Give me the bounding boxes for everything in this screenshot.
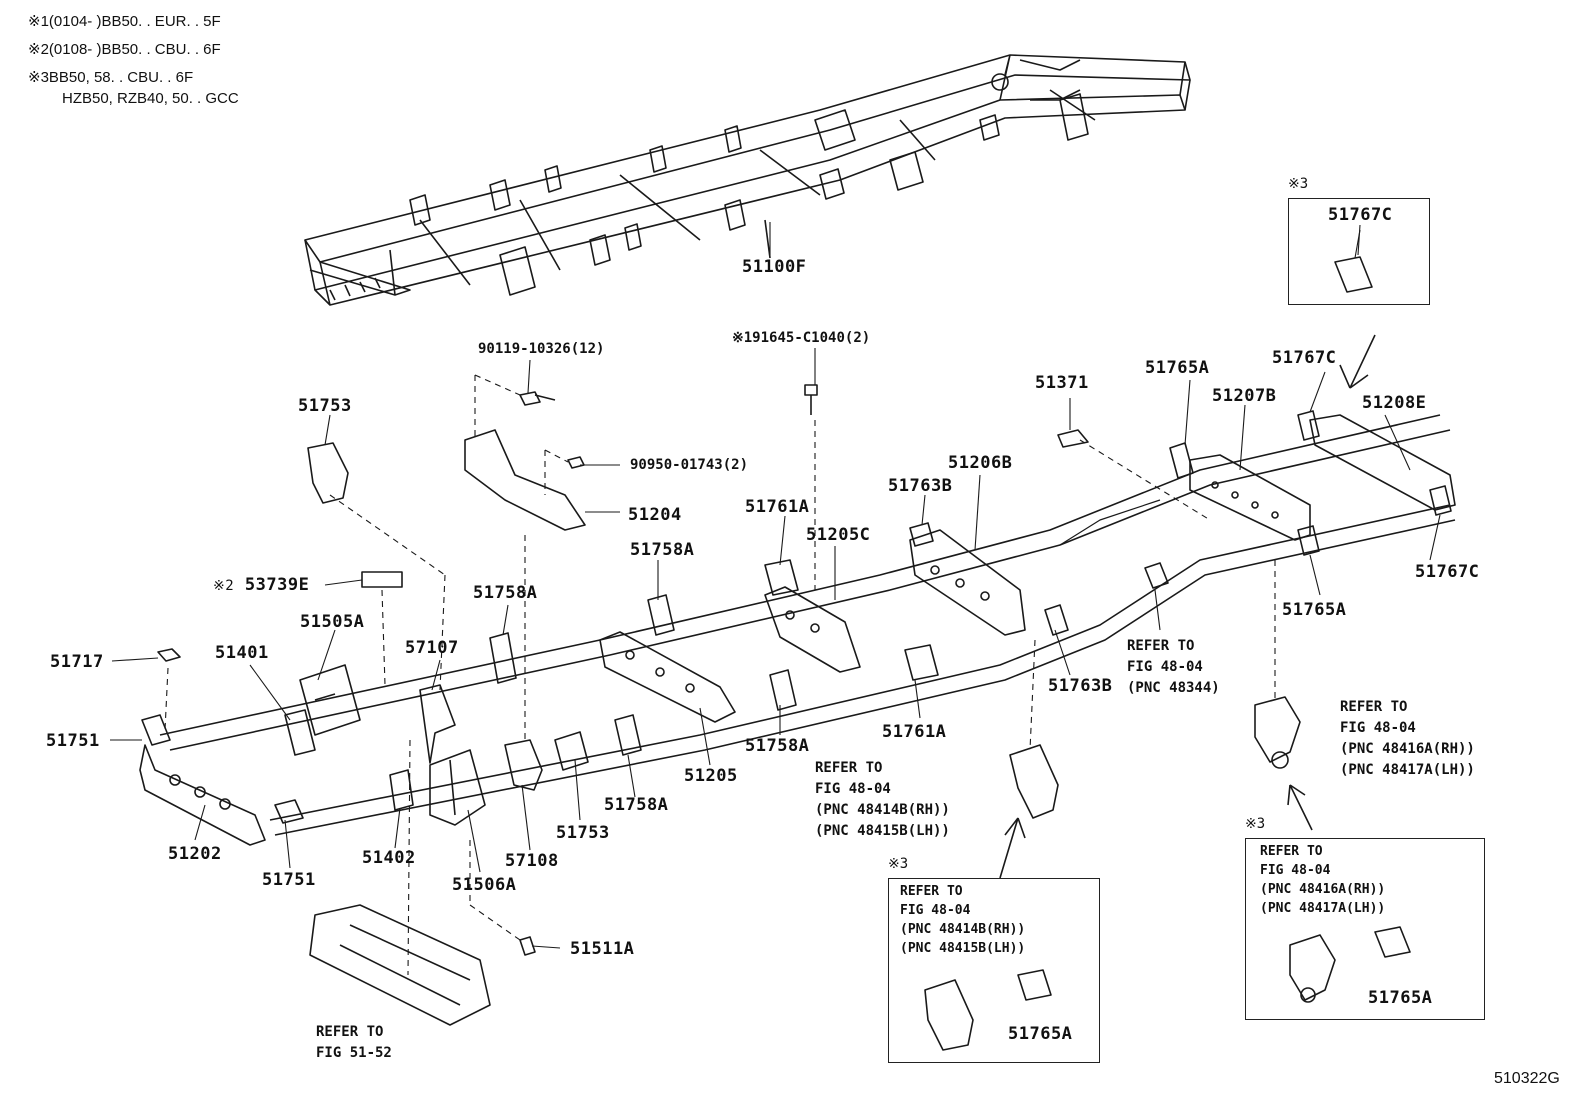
part-51100F[interactable]: 51100F <box>742 257 807 277</box>
part-51761A-top[interactable]: 51761A <box>745 497 810 517</box>
arrows <box>999 334 1376 879</box>
box-mark-mid: ※3 <box>888 856 909 872</box>
part-91645-C1040[interactable]: ※191645-C1040(2) <box>732 330 871 346</box>
leader-lines <box>110 222 1441 949</box>
part-51505A[interactable]: 51505A <box>300 612 365 632</box>
part-51767C-top[interactable]: 51767C <box>1272 348 1337 368</box>
part-51751-left[interactable]: 51751 <box>46 731 100 751</box>
part-51371[interactable]: 51371 <box>1035 373 1089 393</box>
part-51208E[interactable]: 51208E <box>1362 393 1427 413</box>
part-51402[interactable]: 51402 <box>362 848 416 868</box>
part-90119-10326[interactable]: 90119-10326(12) <box>478 341 605 357</box>
callout-box-top <box>1288 198 1430 305</box>
part-57107[interactable]: 57107 <box>405 638 459 658</box>
part-51763B-top[interactable]: 51763B <box>888 476 953 496</box>
part-51758A-4[interactable]: 51758A <box>604 795 669 815</box>
part-51753-top[interactable]: 51753 <box>298 396 352 416</box>
assembled-frame-illustration <box>304 54 1191 306</box>
note-1: ※1(0104- )BB50. . EUR. . 5F <box>28 13 221 30</box>
part-51506A[interactable]: 51506A <box>452 875 517 895</box>
part-90950-01743[interactable]: 90950-01743(2) <box>630 457 749 473</box>
note-4: HZB50, RZB40, 50. . GCC <box>62 90 239 107</box>
part-51753-bot[interactable]: 51753 <box>556 823 610 843</box>
part-51758A-2[interactable]: 51758A <box>473 583 538 603</box>
figure-id: 510322G <box>1494 1070 1560 1087</box>
part-51207B[interactable]: 51207B <box>1212 386 1277 406</box>
note-3: ※3BB50, 58. . CBU. . 6F <box>28 69 194 86</box>
callout-box-mid <box>888 878 1100 1063</box>
part-51206B[interactable]: 51206B <box>948 453 1013 473</box>
part-51767C-box[interactable]: 51767C <box>1328 205 1393 225</box>
part-51765A-box1[interactable]: 51765A <box>1008 1024 1073 1044</box>
note-2: ※2(0108- )BB50. . CBU. . 6F <box>28 41 221 58</box>
part-51205[interactable]: 51205 <box>684 766 738 786</box>
part-51761A-bot[interactable]: 51761A <box>882 722 947 742</box>
part-51205C[interactable]: 51205C <box>806 525 871 545</box>
part-51717[interactable]: 51717 <box>50 652 104 672</box>
part-53739E[interactable]: ※2 53739E <box>213 575 310 595</box>
part-51202[interactable]: 51202 <box>168 844 222 864</box>
part-51767C-right[interactable]: 51767C <box>1415 562 1480 582</box>
part-51765A-mid[interactable]: 51765A <box>1282 600 1347 620</box>
dashed-guides <box>164 374 1276 976</box>
part-51401[interactable]: 51401 <box>215 643 269 663</box>
box-mark-top: ※3 <box>1288 176 1309 192</box>
part-51758A-1[interactable]: 51758A <box>630 540 695 560</box>
part-51204[interactable]: 51204 <box>628 505 682 525</box>
part-51765A-box2[interactable]: 51765A <box>1368 988 1433 1008</box>
part-51765A-top[interactable]: 51765A <box>1145 358 1210 378</box>
part-57108[interactable]: 57108 <box>505 851 559 871</box>
callout-box-right <box>1245 838 1485 1020</box>
part-51511A[interactable]: 51511A <box>570 939 635 959</box>
part-51758A-3[interactable]: 51758A <box>745 736 810 756</box>
part-51763B-bot[interactable]: 51763B <box>1048 676 1113 696</box>
part-51751-bot[interactable]: 51751 <box>262 870 316 890</box>
exploded-frame-rails <box>139 256 1456 1051</box>
box-mark-right: ※3 <box>1245 816 1266 832</box>
